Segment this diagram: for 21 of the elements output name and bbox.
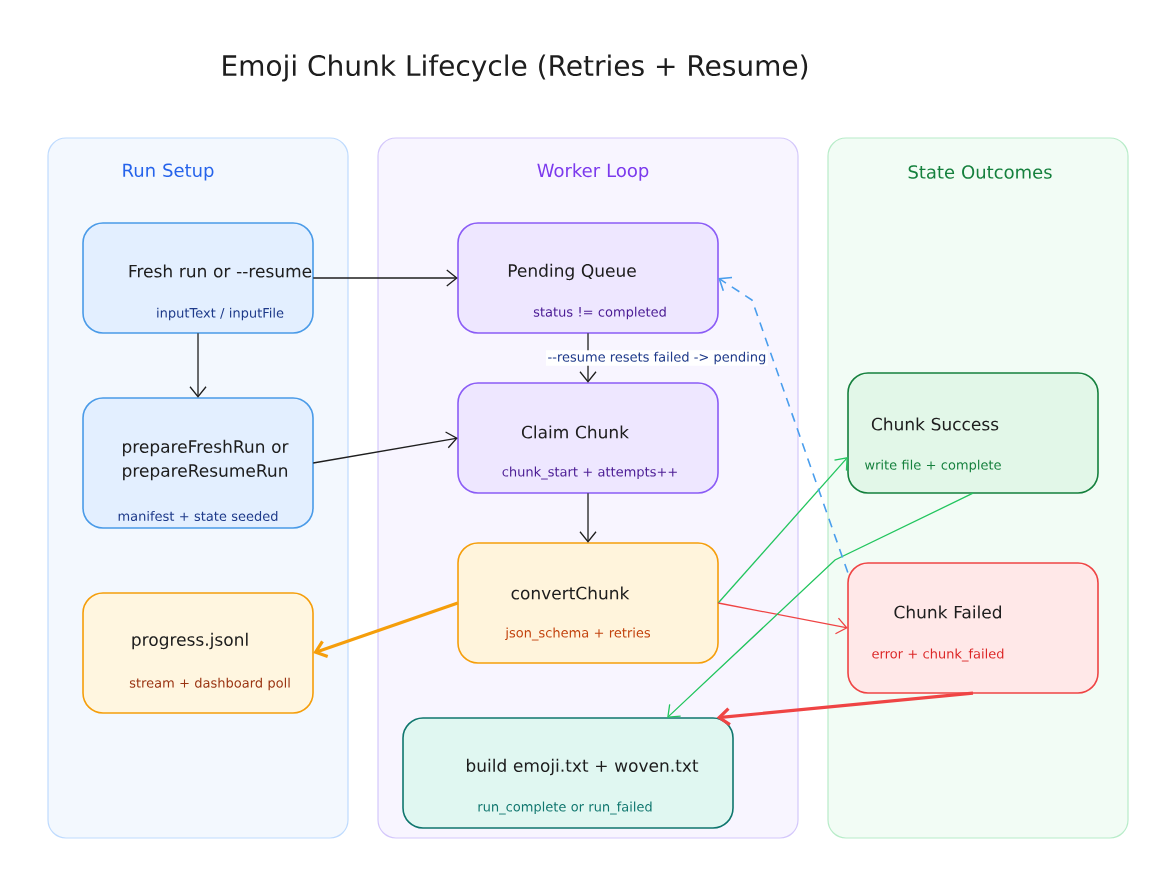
arrow — [312, 269, 458, 287]
arrow — [717, 457, 848, 604]
arrow — [718, 276, 849, 574]
arrow — [313, 601, 459, 658]
state-box: prepareFreshRun or prepareResumeRun manifest + state seeded — [82, 397, 314, 529]
edge-label: --resume resets failed -> pending — [546, 350, 768, 366]
diagram-title: Emoji Chunk Lifecycle (Retries + Resume) — [223, 54, 808, 82]
state-box: Fresh run or --resume inputText / inputFile — [82, 222, 314, 334]
arrow — [716, 691, 974, 726]
state-box: Pending Queue status != completed — [457, 222, 719, 334]
arrow — [579, 492, 597, 543]
state-box: progress.jsonl stream + dashboard poll — [82, 592, 314, 714]
state-box: build emoji.txt + woven.txt run_complete or run_failed — [402, 717, 734, 829]
arrow — [667, 492, 974, 718]
state-box: convertChunk json_schema + retries — [457, 542, 719, 664]
state-box: Chunk Failed error + chunk_failed — [847, 562, 1099, 694]
state-box: Chunk Success write file + complete — [847, 372, 1099, 494]
arrow — [312, 431, 458, 464]
arrow — [717, 602, 848, 635]
arrow — [189, 332, 207, 398]
state-box: Claim Chunk chunk_start + attempts++ — [457, 382, 719, 494]
